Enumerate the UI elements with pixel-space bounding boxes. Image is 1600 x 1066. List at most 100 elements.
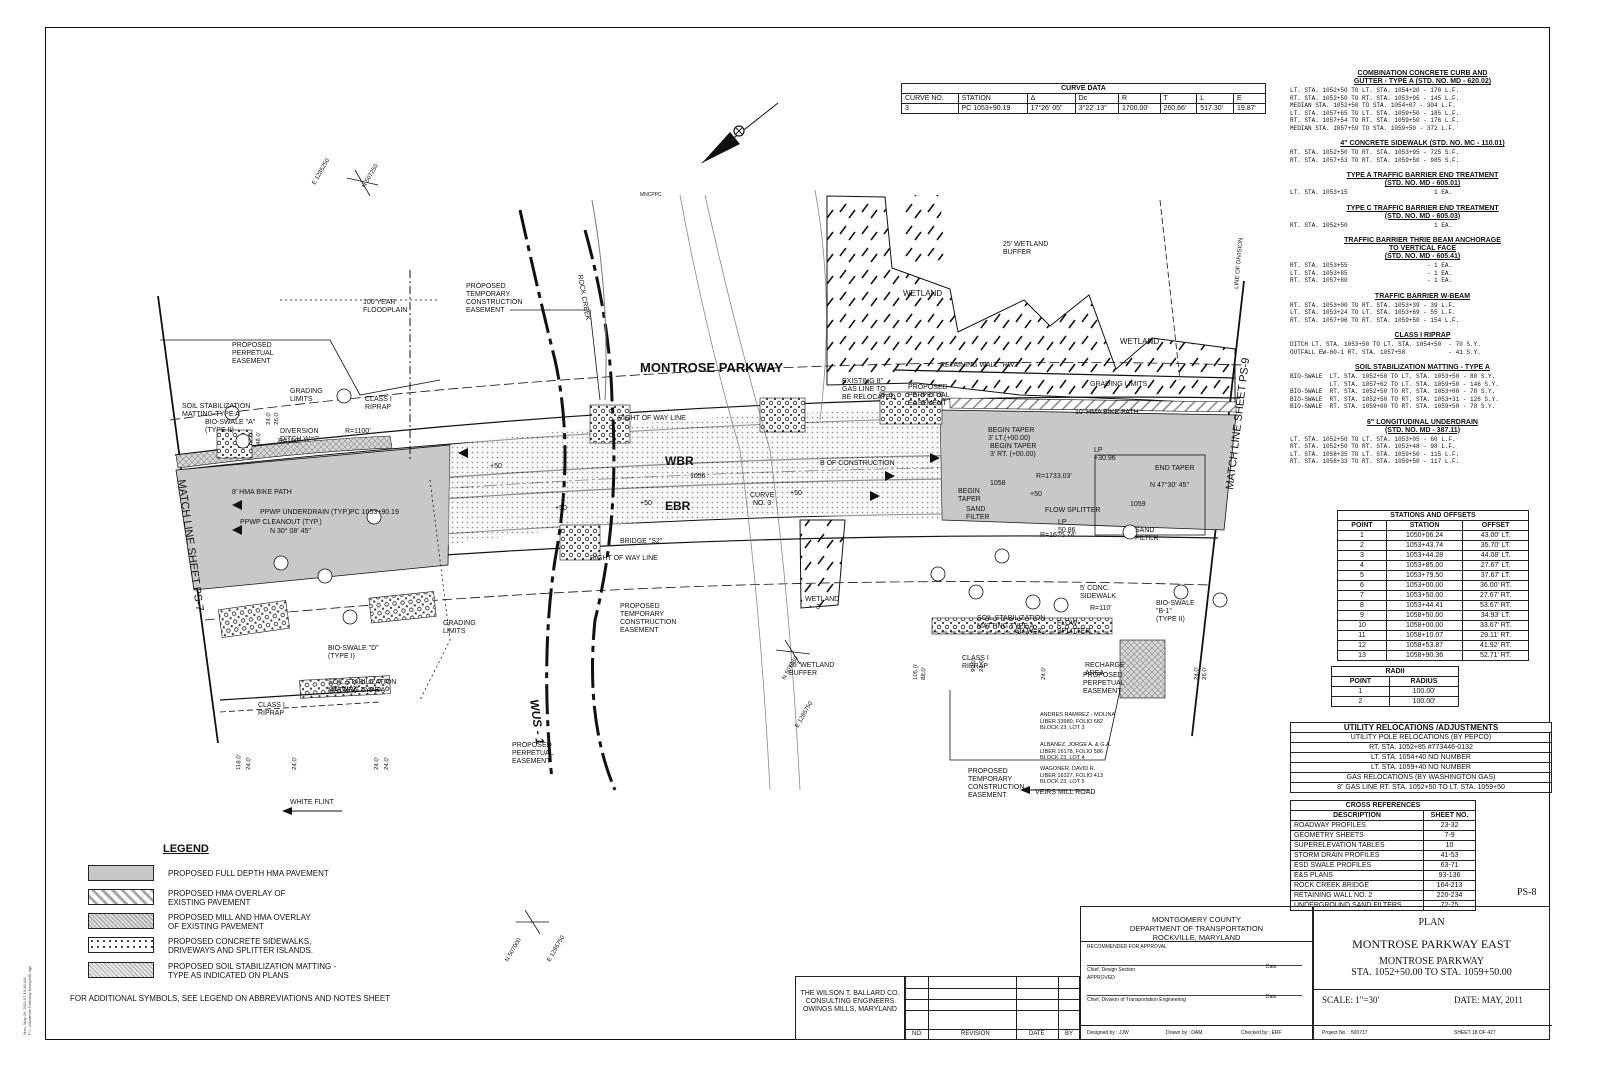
table-cell: 1: [1331, 686, 1390, 697]
flow-splitter-2: FLOW SPLITTER: [1057, 620, 1091, 635]
utility-title: UTILITY RELOCATIONS /ADJUSTMENTS: [1290, 722, 1552, 733]
date-value: DATE: MAY, 2011: [1454, 995, 1523, 1005]
creek-line-2: [583, 229, 617, 791]
county-name: MONTGOMERY COUNTY DEPARTMENT OF TRANSPOR…: [1129, 915, 1264, 942]
table-cell: 1050+06.24: [1385, 530, 1464, 541]
project-title: MONTROSE PARKWAY EAST: [1352, 937, 1511, 951]
wetland-3: [799, 519, 846, 609]
quantities-column: COMBINATION CONCRETE CURB AND GUTTER - T…: [1290, 70, 1555, 474]
north-arrow: [701, 102, 779, 164]
quantity-line: LT. STA. 1057+62 TO LT. STA. 1059+50 - 1…: [1290, 380, 1499, 388]
legend-swatch-overlay: [88, 889, 154, 905]
wetland-buffer-1: 25' WETLAND BUFFER: [1003, 241, 1049, 256]
retaining-wall-label: RETAINING WALL "RW2": [940, 362, 1021, 369]
r1100-label: R=1100': [345, 428, 371, 435]
table-cell: STORM DRAIN PROFILES: [1289, 850, 1425, 861]
sidewalk-label: 5' CONC. SIDEWALK: [1080, 585, 1116, 600]
dim-14: 24.0': [1041, 667, 1047, 680]
table-cell: 2: [1337, 540, 1387, 551]
dim-16: 26.0': [1202, 667, 1208, 680]
dim-12: 99.0': [971, 659, 977, 672]
begin-taper-3: BEGIN TAPER: [958, 488, 981, 503]
table-row: 8" GAS LINE RT. STA. 1052+50 TO LT. STA.…: [1290, 782, 1552, 793]
temp-easement-1: PROPOSED TEMPORARY CONSTRUCTION EASEMENT: [466, 283, 523, 314]
sand-filter-1: SAND FILTER: [966, 506, 990, 521]
r1-label: R=1733.03': [1036, 473, 1072, 480]
engineer-name: THE WILSON T. BALLARD CO. CONSULTING ENG…: [800, 990, 900, 1013]
utility-table: UTILITY RELOCATIONS /ADJUSTMENTS UTILITY…: [1290, 722, 1552, 793]
table-cell: 52.71' RT.: [1462, 650, 1529, 661]
rev-by-header: BY: [1065, 1031, 1074, 1037]
quantity-heading: 6" LONGITUDINAL UNDERDRAIN (STD. NO. MD …: [1367, 418, 1478, 434]
sta-1059: 1059: [1130, 501, 1146, 508]
table-cell: 1058+90.36: [1385, 650, 1464, 661]
table-cell: 93-136: [1423, 870, 1476, 881]
legend-swatch-sidewalk: [88, 937, 154, 953]
project-no: Project No. : 500717: [1322, 1030, 1368, 1036]
quantity-heading: SOIL STABILIZATION MATTING - TYPE A: [1355, 364, 1490, 371]
riprap-1: CLASS I RIPRAP: [365, 396, 392, 411]
table-cell: GEOMETRY SHEETS: [1289, 830, 1425, 841]
owner-3: WAGONER, DAVID R. LIBER 16327, FOLIO 413…: [1040, 766, 1103, 785]
quantity-heading: TRAFFIC BARRIER W-BEAM: [1374, 292, 1471, 300]
bridge-label: BRIDGE "S2": [620, 538, 663, 545]
side-stamp: Mon, May 09, 2011 07:10:48 AM P:\...\Mon…: [22, 965, 32, 1035]
dim-8: 24.0': [374, 757, 380, 770]
grading-limits-1: GRADING LIMITS: [290, 388, 323, 403]
engineer-block: THE WILSON T. BALLARD CO. CONSULTING ENG…: [795, 976, 905, 1040]
recharge-label: RECHARGE AREA: [1085, 662, 1125, 677]
quantity-line: DITCH LT. STA. 1053+50 TO LT. STA. 1054+…: [1290, 341, 1481, 348]
plus50-5: +50: [1030, 491, 1042, 498]
quantity-heading: TYPE A TRAFFIC BARRIER END TREATMENT (ST…: [1346, 172, 1499, 187]
table-cell: 6: [1337, 580, 1387, 591]
quantity-line: BIO-SWALE RT. STA. 1052+50 TO RT. STA. 1…: [1290, 388, 1496, 395]
table-cell: 1058+53.87: [1385, 640, 1464, 651]
table-cell: 37.67' LT.: [1462, 570, 1529, 581]
end-taper-label: END TAPER: [1155, 465, 1194, 472]
dim-4: 48.0': [256, 432, 262, 445]
dim-2: 26.0': [274, 412, 280, 425]
coord-4: E 1285750: [795, 700, 815, 729]
perp-easement-2: PROPOSED PERPETUAL EASEMENT: [908, 384, 950, 407]
floodplain-label: 100 YEAR FLOODPLAIN: [363, 299, 408, 314]
grading-limits-3: GRADING LIMITS: [443, 620, 476, 635]
designed-by: Designed by : JJW: [1087, 1030, 1129, 1036]
legend-title: LEGEND: [163, 843, 209, 855]
cleanout-label: PPWP CLEANOUT (TYP.): [240, 519, 322, 526]
wetland-label-1: WETLAND: [903, 289, 942, 298]
r2-label: R=1675.74': [1040, 532, 1076, 539]
dim-6: 118.0': [236, 754, 243, 770]
table-cell: 23-32: [1423, 820, 1476, 831]
radii-title: RADII: [1331, 666, 1459, 677]
quantity-line: MEDIAN STA. 1052+50 TO STA. 1054+07 - 30…: [1290, 102, 1456, 109]
dim-7: 24.0': [246, 757, 252, 770]
table-row: UTILITY POLE RELOCATIONS (BY PEPCO): [1290, 732, 1552, 743]
bio-swale-b: BIO-SWALE "B-1" (TYPE II): [1156, 600, 1195, 623]
table-cell: 43.00' LT.: [1462, 530, 1529, 541]
quantity-line: LT. STA. 1057+65 TO LT. STA. 1059+50 - 1…: [1290, 109, 1460, 117]
wus-label: WUS - 1: [527, 698, 547, 745]
table-cell: 1053+85.00: [1385, 560, 1464, 571]
table-cell: 1058+50.00: [1385, 610, 1464, 621]
bio-swale-d: BIO-SWALE "D" (TYPE I): [328, 645, 379, 660]
quantity-line: LT. STA. 1053+85 - 1 EA.: [1290, 269, 1453, 277]
mncppc-label: MNCPPC: [640, 192, 662, 198]
table-cell: ROCK CREEK BRIDGE: [1289, 880, 1425, 891]
cross-ref-title: CROSS REFERENCES: [1290, 800, 1476, 811]
baseline-label: B OF CONSTRUCTION: [820, 460, 895, 467]
table-cell: 3: [1337, 550, 1387, 561]
table-cell: 34.93' LT.: [1462, 610, 1529, 621]
